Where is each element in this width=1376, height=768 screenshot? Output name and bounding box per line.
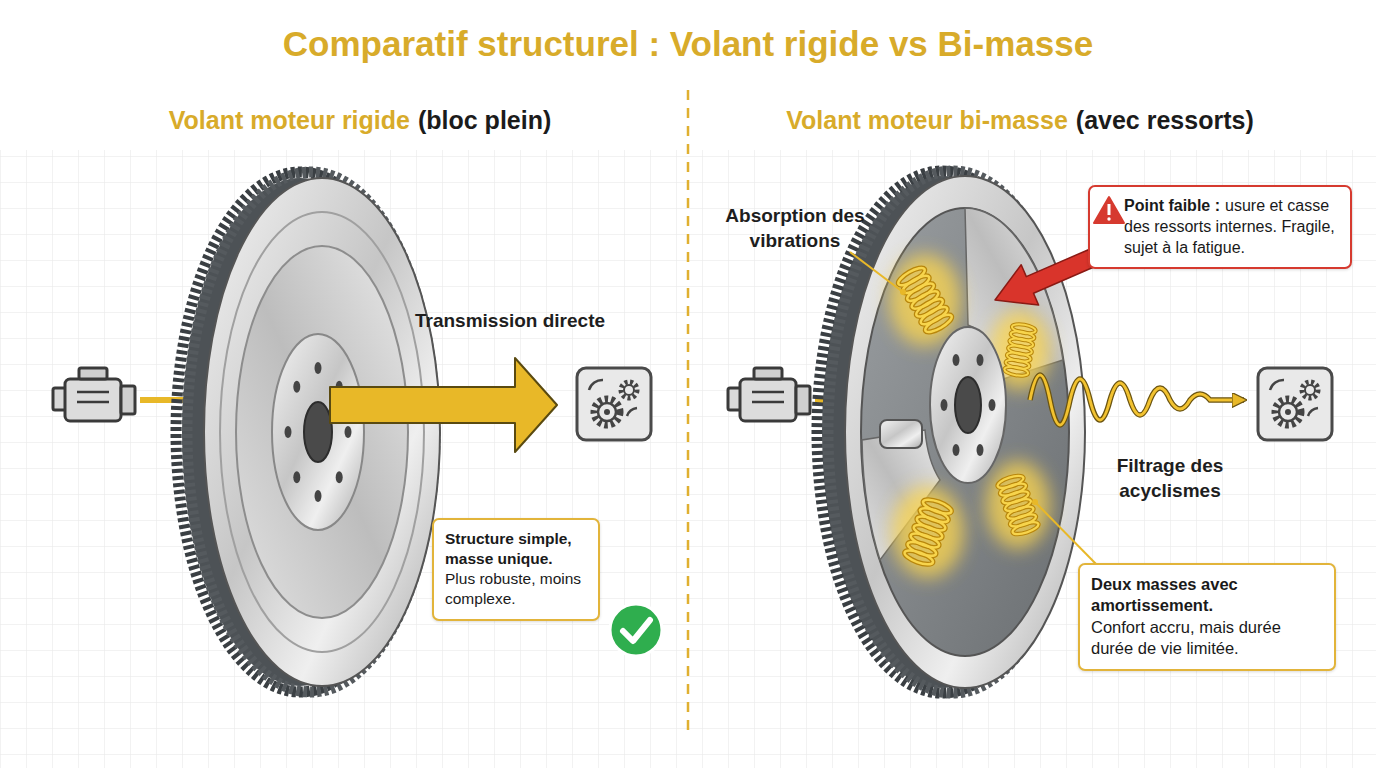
heading-sub: (avec ressorts) — [1076, 106, 1254, 134]
flywheel-face — [204, 178, 440, 686]
divider-line — [687, 90, 690, 732]
bolt-hole — [293, 471, 300, 483]
gearbox-icon — [577, 368, 651, 440]
box-heading: Structure simple, masse unique. — [445, 529, 587, 569]
friction-surface — [236, 246, 408, 618]
warning-box: Point faible :usure et casse des ressort… — [1088, 185, 1352, 269]
vibration-wave-outline — [1030, 375, 1244, 425]
bolt-hole — [315, 490, 322, 502]
section-heading: Volant moteur bi-masse (avec ressorts) — [664, 106, 1376, 135]
damper-spring — [996, 473, 1039, 536]
damper-spring — [1004, 323, 1037, 378]
box-heading: Point faible : — [1124, 197, 1220, 214]
leader-line — [1035, 502, 1098, 566]
diagram-title: Comparatif structurel : Volant rigide vs… — [0, 24, 1376, 64]
callout-label: Absorption des vibrations — [702, 204, 888, 253]
bolt-hole — [941, 399, 948, 411]
check-badge — [610, 604, 662, 656]
bolt-hole — [977, 444, 984, 456]
bolt-hole — [345, 426, 352, 438]
gearbox-icon — [1258, 368, 1332, 440]
warning-mark — [1108, 204, 1111, 215]
heading-main: Volant moteur bi-masse — [786, 106, 1068, 134]
leader-dot — [900, 289, 906, 295]
spring-glow — [892, 486, 964, 578]
damper-spring — [903, 497, 953, 567]
leader-dot — [1032, 499, 1038, 505]
bolt-hole — [315, 362, 322, 374]
check-mark — [623, 620, 650, 641]
leader-line — [850, 252, 903, 292]
box-heading: Deux masses avec amortissement. — [1091, 574, 1323, 617]
callout-box: Deux masses avec amortissement.Confort a… — [1078, 563, 1336, 671]
bolt-hole — [989, 399, 996, 411]
flywheel-ring — [220, 212, 424, 652]
vibration-wave — [1030, 375, 1244, 425]
warning-triangle — [1094, 197, 1124, 223]
spring-glow — [986, 461, 1050, 549]
bolt-hole — [953, 444, 960, 456]
center-bore — [955, 377, 981, 433]
bolt-hole — [953, 354, 960, 366]
box-body: Confort accru, mais durée durée de vie l… — [1091, 617, 1323, 660]
callout-label: Filtrage des acyclismes — [1080, 454, 1260, 503]
spring-glow — [889, 254, 961, 346]
flywheel-hub — [930, 327, 1006, 483]
primary-mass — [845, 176, 1085, 688]
heading-main: Volant moteur rigide — [169, 106, 410, 134]
flywheel-hub — [272, 334, 364, 530]
bolt-hole — [293, 381, 300, 393]
engine-icon — [728, 368, 810, 421]
flow-label: Transmission directe — [410, 309, 610, 334]
damper-spring — [896, 265, 954, 335]
center-bore — [304, 402, 332, 462]
bolt-hole — [285, 426, 292, 438]
box-body: Plus robuste, moins complexe. — [445, 569, 587, 609]
section-heading: Volant moteur rigide (bloc plein) — [0, 106, 720, 135]
stop-pin — [880, 420, 922, 448]
bolt-hole — [336, 471, 343, 483]
callout-box: Structure simple, masse unique.Plus robu… — [432, 518, 600, 621]
weak-point-arrow — [995, 250, 1096, 305]
engine-icon — [53, 368, 135, 421]
direct-transmission-arrow — [330, 358, 557, 452]
heading-sub: (bloc plein) — [418, 106, 551, 134]
bolt-hole — [977, 354, 984, 366]
warning-mark — [1107, 217, 1110, 220]
